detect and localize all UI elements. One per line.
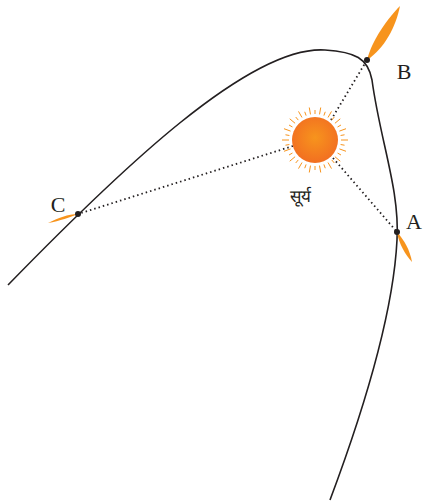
point-label: B — [397, 60, 412, 84]
point-label: C — [51, 193, 66, 217]
comet-points — [75, 57, 400, 235]
sun-symbol — [292, 117, 338, 163]
point-label: A — [406, 210, 422, 234]
orbit-path — [8, 50, 397, 500]
sun-lines — [78, 60, 397, 232]
comet-tails — [48, 6, 412, 262]
sun-label: सूर्य — [290, 187, 311, 206]
sun-rays — [282, 108, 348, 173]
